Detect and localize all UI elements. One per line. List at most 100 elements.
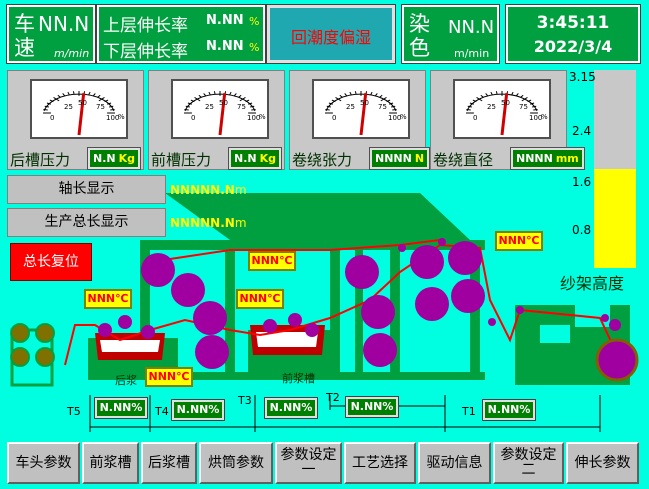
temp-display-4: NNN℃ xyxy=(236,289,284,309)
winder-window xyxy=(540,325,570,343)
gauge-tick xyxy=(104,99,109,103)
post-1 xyxy=(140,248,150,378)
shaft-length-value: NNNNN.N xyxy=(170,183,235,197)
nav-button-8[interactable]: 参数设定 二 xyxy=(493,442,564,484)
gauge-value-number: N.N xyxy=(93,152,116,165)
gauge-tick xyxy=(49,99,54,103)
nav-button-label: 参数设定 一 xyxy=(280,447,337,478)
gauge-tick xyxy=(520,94,524,98)
gauge-tick xyxy=(97,94,101,98)
total-length-button[interactable]: 生产总长显示 xyxy=(7,208,166,237)
warp-beam xyxy=(595,338,639,382)
beam-1 xyxy=(10,323,30,343)
shaft-length-readout: NNNNN.Nm xyxy=(170,183,247,197)
gauge-scale xyxy=(43,91,115,136)
total-length-readout: NNNNN.Nm xyxy=(170,216,247,230)
gauge-needle xyxy=(359,93,368,136)
nav-button-label: 驱动信息 xyxy=(426,454,483,471)
gauge-value-number: NNNN xyxy=(375,152,412,165)
gauge-tick xyxy=(238,94,242,98)
t2-value: N.NN% xyxy=(345,396,399,418)
gauge-tick xyxy=(233,93,237,97)
gauge-tick xyxy=(187,102,192,105)
nav-button-label: 烘筒参数 xyxy=(208,454,264,471)
gauge-needle xyxy=(77,93,86,136)
gauge-tick-label: 100 xyxy=(388,114,402,122)
dye-label-bottom: 色 xyxy=(409,36,430,60)
gauge-tick xyxy=(185,105,190,108)
gauge-tick-label: 0 xyxy=(191,114,196,122)
dimension-lines xyxy=(89,395,601,432)
nav-button-label: 工艺选择 xyxy=(352,454,408,471)
gauge-value-unit: N xyxy=(414,152,425,165)
stretch-panel: 上层伸长率 N.NN % 下层伸长率 N.NN % xyxy=(96,4,266,64)
gauge-tick xyxy=(245,99,250,103)
rear-tank-label: 后浆 xyxy=(115,374,137,387)
gauge-tick xyxy=(67,91,70,95)
gauge-tick-label: 50 xyxy=(360,99,369,107)
yarn-path-upper xyxy=(149,239,441,263)
nav-button-9[interactable]: 伸长参数 xyxy=(566,442,639,484)
gauge-tick xyxy=(370,91,373,95)
gauge-needle xyxy=(500,93,509,136)
gauge-tick xyxy=(194,97,201,102)
total-length-reset-button[interactable]: 总长复位 xyxy=(10,243,92,281)
gauge-tick-label: % xyxy=(541,113,548,121)
nav-button-1[interactable]: 车头参数 xyxy=(7,442,80,484)
gauge-label: 卷绕直径 xyxy=(433,151,494,169)
temp-display-2: NNN℃ xyxy=(248,251,296,271)
temp-display-1: NNN℃ xyxy=(495,231,543,251)
t1-label: T1 xyxy=(462,405,476,418)
gauge-tick xyxy=(374,93,378,97)
post-3 xyxy=(330,248,340,378)
gauge-tick-label: 50 xyxy=(78,99,87,107)
nav-button-4[interactable]: 烘筒参数 xyxy=(199,442,273,484)
nav-button-7[interactable]: 驱动信息 xyxy=(418,442,491,484)
gauge-tick xyxy=(389,102,394,105)
post-5 xyxy=(390,250,400,378)
gauge-tick xyxy=(379,94,383,98)
gauge-tick xyxy=(326,105,331,108)
gauge-tick xyxy=(88,91,91,95)
gauge-tick-label: 25 xyxy=(64,103,73,111)
t5-value: N.NN% xyxy=(94,397,148,419)
gauge-tick xyxy=(44,105,49,108)
gauge-value-unit: mm xyxy=(555,152,579,165)
nav-button-3[interactable]: 后浆槽 xyxy=(141,442,197,484)
gauge-tick xyxy=(386,99,391,103)
rear-tank-liquid xyxy=(100,340,160,352)
gauge-tick xyxy=(203,93,207,97)
nav-button-2[interactable]: 前浆槽 xyxy=(82,442,139,484)
gauge-tick-label: 0 xyxy=(50,114,55,122)
gauge-tick xyxy=(72,91,75,95)
gauge-tick xyxy=(198,94,202,98)
post-6 xyxy=(470,250,480,378)
gauge-tick-label: 100 xyxy=(529,114,543,122)
guide-rollers xyxy=(98,238,621,339)
gauge-tick xyxy=(511,91,514,95)
total-length-value: NNNNN.N xyxy=(170,216,235,230)
gauge-tick xyxy=(521,97,528,102)
gauge-tick-label: 50 xyxy=(219,99,228,107)
gauge-tick xyxy=(495,91,498,95)
shaft-length-unit: m xyxy=(234,183,247,197)
shaft-length-button[interactable]: 轴长显示 xyxy=(7,175,166,204)
gauge-tick xyxy=(530,102,535,105)
dye-label-top: 染 xyxy=(409,12,430,36)
lower-stretch-percent: % xyxy=(249,41,260,54)
gauge-tick xyxy=(490,91,493,95)
nav-button-5[interactable]: 参数设定 一 xyxy=(275,442,342,484)
beam-2 xyxy=(35,323,55,343)
upper-stretch-value: N.NN xyxy=(206,13,244,28)
gauge-tick-label: 75 xyxy=(237,103,246,111)
lower-stretch-label: 下层伸长率 xyxy=(103,42,188,62)
dye-unit: m/min xyxy=(454,47,490,60)
moisture-alarm: 回潮度偏湿 xyxy=(266,4,396,64)
nav-button-6[interactable]: 工艺选择 xyxy=(344,442,416,484)
gauge-tick-label: 75 xyxy=(519,103,528,111)
gauge-scale xyxy=(466,91,538,136)
